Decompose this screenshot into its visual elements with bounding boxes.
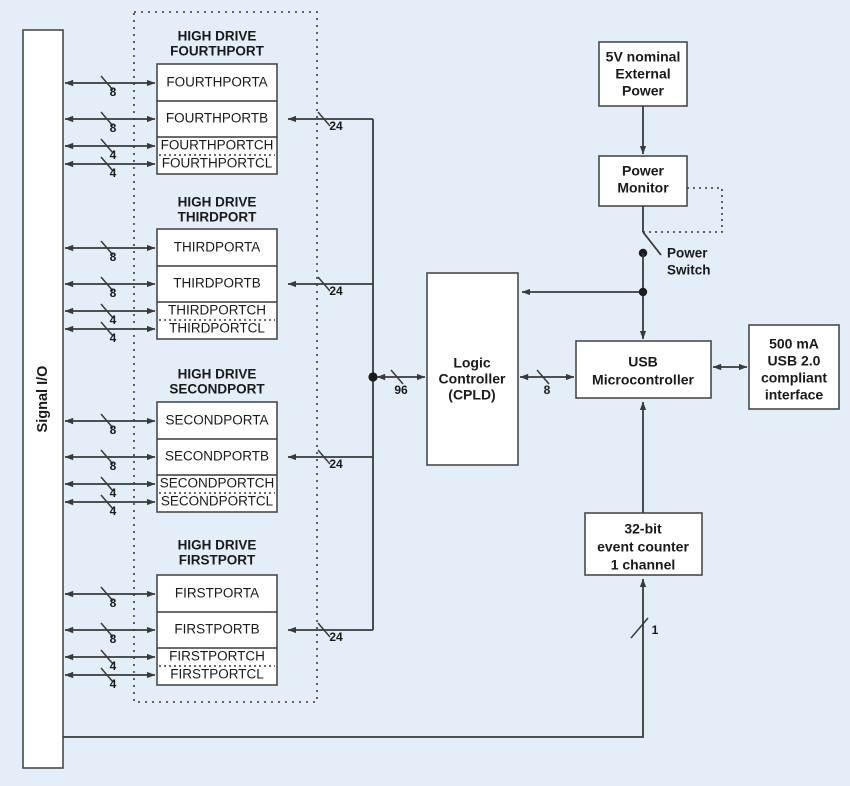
thirdport-title-line1: HIGH DRIVE — [178, 195, 257, 210]
port-row-firstportch: FIRSTPORTCH — [169, 649, 265, 664]
bus-cpld-ports: 96 — [376, 369, 426, 397]
firstport-title-line2: FIRSTPORT — [179, 553, 256, 568]
usb-microcontroller-line1: USB — [628, 354, 658, 370]
high-drive-enclosure — [133, 11, 318, 703]
usb-interface-line1: 500 mA — [769, 336, 819, 352]
bus-width-thirdporta: 8 — [110, 250, 117, 264]
port-group-thirdport: HIGH DRIVE THIRDPORT THIRDPORTA THIRDPOR… — [64, 195, 373, 345]
port-group-fourthport: HIGH DRIVE FOURTHPORT FOURTHPORTA FOURTH… — [64, 29, 373, 180]
port-row-fourthportch: FOURTHPORTCH — [161, 138, 274, 153]
port-row-firstporta: FIRSTPORTA — [175, 586, 259, 601]
port-row-thirdportcl: THIRDPORTCL — [169, 321, 265, 336]
bus-cpld-usb: 8 — [519, 369, 575, 397]
bus-width-firstport-24: 24 — [329, 630, 343, 644]
bus-width-thirdportcl: 4 — [110, 331, 117, 345]
fourthport-title-line2: FOURTHPORT — [170, 44, 264, 59]
power-monitor-line1: Power — [622, 163, 665, 179]
port-row-firstportb: FIRSTPORTB — [174, 622, 259, 637]
port-row-secondportch: SECONDPORTCH — [160, 476, 275, 491]
fourthport-title-line1: HIGH DRIVE — [178, 29, 257, 44]
bus-width-secondport-24: 24 — [329, 457, 343, 471]
event-counter-line2: event counter — [597, 539, 689, 555]
signal-io-bar: Signal I/O — [22, 29, 64, 769]
port-row-secondportcl: SECONDPORTCL — [161, 494, 274, 509]
bus-width-firstportb: 8 — [110, 632, 117, 646]
logic-controller-line1: Logic — [453, 355, 491, 371]
thirdport-title-line2: THIRDPORT — [178, 210, 257, 225]
port-row-fourthportb: FOURTHPORTB — [166, 111, 268, 126]
signal-io-label: Signal I/O — [35, 366, 51, 433]
bus-width-8: 8 — [544, 383, 551, 397]
bus-width-secondportcl: 4 — [110, 504, 117, 518]
port-row-firstportcl: FIRSTPORTCL — [170, 667, 264, 682]
port-row-fourthporta: FOURTHPORTA — [166, 75, 267, 90]
logic-controller-line3: (CPLD) — [448, 387, 495, 403]
usb-microcontroller-line2: Microcontroller — [592, 372, 694, 388]
bus-width-firstporta: 8 — [110, 596, 117, 610]
external-power-line3: Power — [622, 83, 665, 99]
external-power-line1: 5V nominal — [606, 49, 681, 65]
power-switch-blade — [642, 231, 662, 256]
block-logic-controller: Logic Controller (CPLD) — [426, 272, 519, 466]
bus-width-fourthportb: 8 — [110, 121, 117, 135]
block-power-monitor: Power Monitor — [598, 155, 688, 207]
port-row-secondporta: SECONDPORTA — [165, 413, 268, 428]
bus-width-thirdport-24: 24 — [329, 284, 343, 298]
bus-width-firstportcl: 4 — [110, 677, 117, 691]
event-counter-line3: 1 channel — [611, 557, 676, 573]
power-switch-line1: Power — [667, 246, 708, 261]
bus-width-secondportb: 8 — [110, 459, 117, 473]
bus-width-fourthporta: 8 — [110, 85, 117, 99]
usb-interface-line3: compliant — [761, 370, 827, 386]
port-group-secondport: HIGH DRIVE SECONDPORT SECONDPORTA SECOND… — [64, 367, 373, 518]
logic-controller-line2: Controller — [439, 371, 506, 387]
bus-width-fourthportch: 4 — [110, 148, 117, 162]
power-switch-line2: Switch — [667, 263, 711, 278]
bus-width-fourthport-24: 24 — [329, 119, 343, 133]
bus-width-thirdportch: 4 — [110, 313, 117, 327]
block-external-power: 5V nominal External Power — [598, 41, 688, 155]
bus-width-96: 96 — [394, 383, 408, 397]
firstport-title-line1: HIGH DRIVE — [178, 538, 257, 553]
port-row-thirdportch: THIRDPORTCH — [168, 303, 266, 318]
bus-width-firstportch: 4 — [110, 659, 117, 673]
bus-width-fourthportcl: 4 — [110, 166, 117, 180]
port-trunk-bus — [368, 119, 378, 630]
event-counter-line1: 32-bit — [624, 521, 662, 537]
power-switch: Power Switch — [638, 206, 711, 278]
usb-interface-line4: interface — [765, 387, 824, 403]
power-rail — [521, 253, 648, 340]
bus-width-counter-1: 1 — [652, 623, 659, 637]
event-counter-input-path: 1 — [63, 578, 659, 738]
trunk-junction-dot — [368, 372, 378, 382]
block-usb-microcontroller: USB Microcontroller — [575, 340, 712, 399]
block-usb-interface: 500 mA USB 2.0 compliant interface — [712, 324, 840, 410]
secondport-title-line1: HIGH DRIVE — [178, 367, 257, 382]
port-group-firstport: HIGH DRIVE FIRSTPORT FIRSTPORTA FIRSTPOR… — [64, 538, 373, 691]
secondport-title-line2: SECONDPORT — [169, 382, 265, 397]
port-row-fourthportcl: FOURTHPORTCL — [162, 156, 273, 171]
bus-width-secondporta: 8 — [110, 423, 117, 437]
port-row-thirdporta: THIRDPORTA — [174, 240, 261, 255]
block-event-counter: 32-bit event counter 1 channel — [584, 401, 703, 576]
port-row-secondportb: SECONDPORTB — [165, 449, 269, 464]
usb-interface-line2: USB 2.0 — [768, 353, 821, 369]
external-power-line2: External — [615, 66, 670, 82]
power-monitor-line2: Monitor — [617, 180, 669, 196]
bus-width-thirdportb: 8 — [110, 286, 117, 300]
power-rail-junction-dot — [638, 287, 648, 297]
bus-width-secondportch: 4 — [110, 486, 117, 500]
port-row-thirdportb: THIRDPORTB — [173, 276, 261, 291]
